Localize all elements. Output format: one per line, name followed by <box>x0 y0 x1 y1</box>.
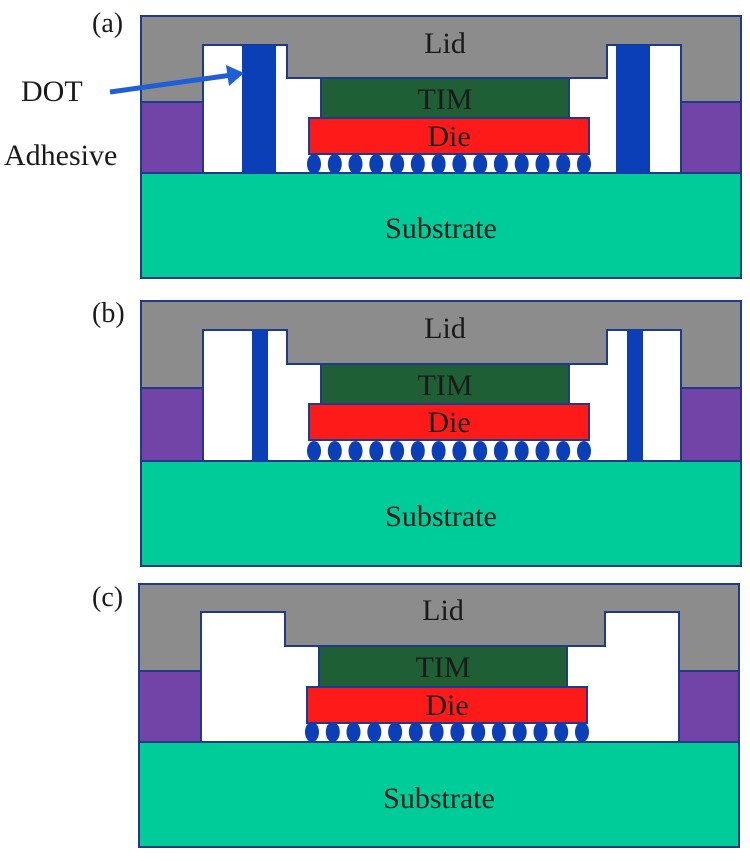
panel-c-tim <box>318 645 568 688</box>
panel-c-lid-label: Lid <box>422 594 464 627</box>
panel-a: (a) Substrate Lid TIM Die DOT Adhesive <box>4 8 742 279</box>
panel-a-adhesive-right <box>680 101 742 174</box>
solder-bump <box>452 154 467 174</box>
solder-bump <box>431 154 446 174</box>
solder-bump <box>348 154 363 174</box>
solder-bump <box>473 441 488 461</box>
solder-bump <box>410 154 425 174</box>
panel-b-substrate <box>140 460 742 567</box>
panel-b-die <box>308 403 590 441</box>
solder-bump <box>369 441 384 461</box>
solder-bump <box>346 722 361 742</box>
solder-bump <box>491 722 506 742</box>
solder-bump <box>452 441 467 461</box>
panel-c-tim-label: TIM <box>416 651 471 684</box>
solder-bump <box>535 441 550 461</box>
dot-callout-arrow <box>109 72 233 95</box>
panel-c-substrate <box>138 741 740 848</box>
solder-bump <box>493 441 508 461</box>
solder-bump <box>512 722 527 742</box>
solder-bump <box>514 154 529 174</box>
panel-b-lid-label: Lid <box>424 312 466 345</box>
solder-bump <box>471 722 486 742</box>
panel-b-substrate-label: Substrate <box>385 500 497 533</box>
panel-b-die-label: Die <box>427 406 470 439</box>
solder-bump <box>305 722 319 742</box>
panel-c-adhesive-left <box>138 670 202 743</box>
panel-b-adhesive-right <box>680 387 742 462</box>
solder-bump <box>390 154 405 174</box>
panel-a-solder-bumps <box>307 154 591 174</box>
panel-b-tim-label: TIM <box>418 369 473 402</box>
panel-b-adhesive-left <box>140 387 204 462</box>
panel-b-label: (b) <box>92 298 125 329</box>
solder-bump <box>410 441 425 461</box>
solder-bump <box>450 722 465 742</box>
solder-bump <box>535 154 550 174</box>
solder-bump <box>325 722 340 742</box>
panel-a-label: (a) <box>92 8 123 39</box>
solder-bump <box>556 441 571 461</box>
panel-c-label: (c) <box>92 582 123 613</box>
panel-c: (c) Substrate Lid TIM Die <box>92 582 740 848</box>
solder-bump <box>429 722 444 742</box>
panel-b-dot-left <box>252 330 268 461</box>
solder-bump <box>307 441 321 461</box>
dot-callout-arrowhead <box>226 65 244 86</box>
panel-a-lid-label: Lid <box>424 27 466 60</box>
panel-b: (b) Substrate Lid TIM Die <box>92 298 742 567</box>
solder-bump <box>367 722 382 742</box>
solder-bump <box>473 154 488 174</box>
solder-bump <box>327 441 342 461</box>
solder-bump <box>575 722 589 742</box>
panel-b-tim <box>320 363 570 405</box>
solder-bump <box>327 154 342 174</box>
solder-bump <box>388 722 403 742</box>
panel-a-adhesive-left <box>140 101 204 174</box>
panel-a-dot-left <box>242 45 276 173</box>
panel-c-die-label: Die <box>425 689 468 722</box>
solder-bump <box>554 722 569 742</box>
solder-bump <box>408 722 423 742</box>
panel-a-tim-label: TIM <box>418 83 473 116</box>
solder-bump <box>390 441 405 461</box>
panel-c-die <box>306 686 588 724</box>
solder-bump <box>348 441 363 461</box>
panel-a-die <box>308 117 590 155</box>
solder-bump <box>493 154 508 174</box>
panel-a-substrate-label: Substrate <box>385 212 497 245</box>
panel-a-die-label: Die <box>427 120 470 153</box>
solder-bump <box>431 441 446 461</box>
solder-bump <box>514 441 529 461</box>
panel-b-dot-right <box>627 330 643 461</box>
panel-a-dot-right <box>616 45 650 173</box>
adhesive-callout-label: Adhesive <box>4 139 117 172</box>
solder-bump <box>577 154 591 174</box>
panel-c-substrate-label: Substrate <box>383 782 495 815</box>
panel-c-adhesive-right <box>678 670 740 743</box>
solder-bump <box>369 154 384 174</box>
dot-callout-label: DOT <box>21 75 83 108</box>
panel-b-solder-bumps <box>307 441 591 461</box>
panel-c-solder-bumps <box>305 722 589 742</box>
panel-a-tim <box>320 77 570 119</box>
solder-bump <box>307 154 321 174</box>
solder-bump <box>556 154 571 174</box>
solder-bump <box>577 441 591 461</box>
panel-a-substrate <box>140 172 742 279</box>
solder-bump <box>533 722 548 742</box>
